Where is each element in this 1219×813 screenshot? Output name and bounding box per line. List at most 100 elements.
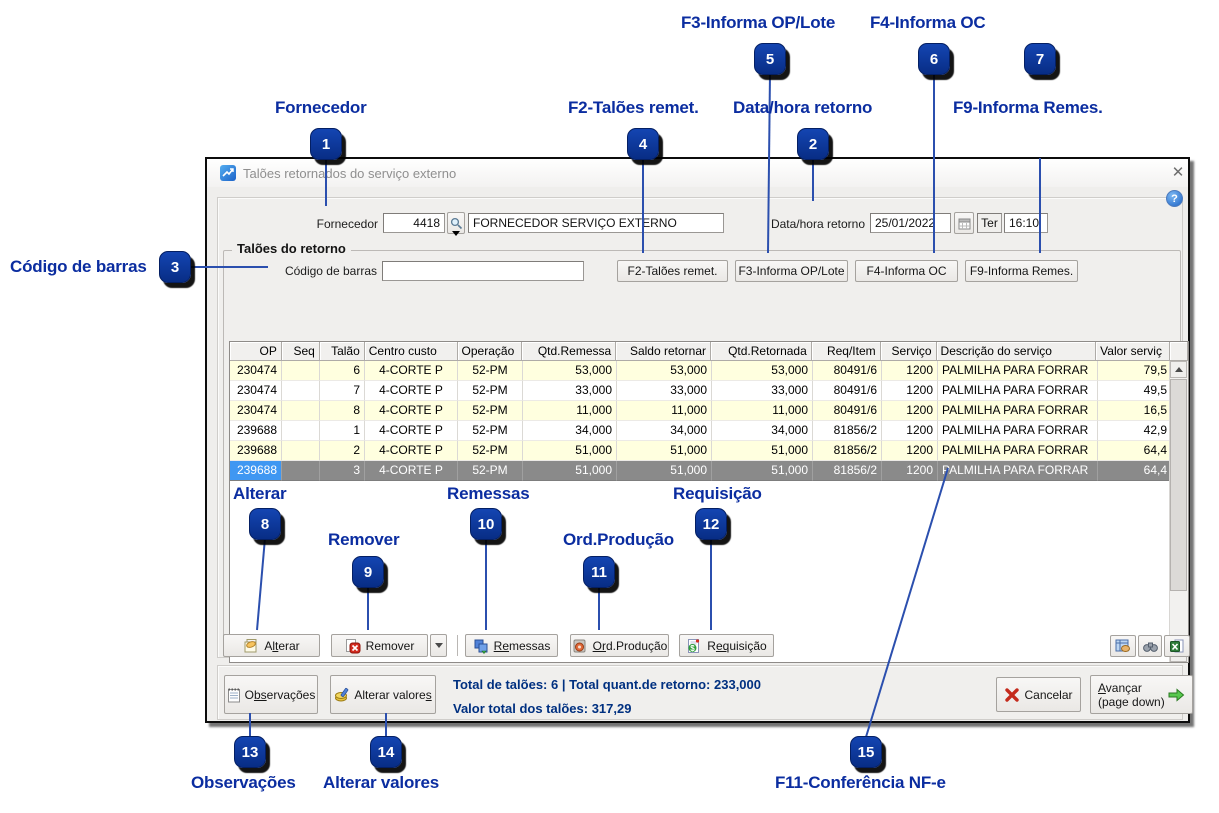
remessas-button-label: Remessas <box>493 638 551 653</box>
scroll-up-button[interactable] <box>1170 361 1187 378</box>
grid-config-button[interactable] <box>1110 635 1136 657</box>
cell: 7 <box>320 381 365 401</box>
cell: 239688 <box>230 441 282 461</box>
fornecedor-lookup-button[interactable] <box>447 212 465 234</box>
callout-badge-10: 10 <box>470 508 502 540</box>
avancar-button-label: Avançar (page down) <box>1098 680 1165 709</box>
column-header-11[interactable]: Valor serviç <box>1096 342 1171 361</box>
barcode-input[interactable] <box>382 261 584 281</box>
cell: 4-CORTE P <box>365 401 458 421</box>
f4-informa-oc-button[interactable]: F4-Informa OC <box>855 260 958 282</box>
cell: 4-CORTE P <box>365 381 458 401</box>
callout-label-fornecedor: Fornecedor <box>275 98 367 117</box>
cell: 230474 <box>230 361 282 381</box>
cell: 52-PM <box>458 461 523 481</box>
export-excel-button[interactable] <box>1164 635 1190 657</box>
callout-badge-13: 13 <box>234 736 266 768</box>
cell <box>282 381 320 401</box>
calendar-button[interactable] <box>954 212 974 234</box>
cell: 53,000 <box>712 361 813 381</box>
ord-producao-button[interactable]: Ord.Produção <box>570 634 669 657</box>
f3-informa-op-lote-button[interactable]: F3-Informa OP/Lote <box>735 260 848 282</box>
time-field[interactable]: 16:10 <box>1004 213 1048 233</box>
vertical-scrollbar[interactable] <box>1169 361 1188 662</box>
fornecedor-code-field[interactable]: 4418 <box>383 213 445 233</box>
search-icon <box>450 217 462 229</box>
cell: 8 <box>320 401 365 421</box>
cell: 4-CORTE P <box>365 421 458 441</box>
requisicao-button-label: Requisição <box>707 638 767 653</box>
cell: 33,000 <box>617 381 712 401</box>
callout-badge-14: 14 <box>370 736 402 768</box>
column-header-3[interactable]: Centro custo <box>364 342 458 361</box>
callout-badge-2: 2 <box>797 128 829 160</box>
cell: 11,000 <box>712 401 813 421</box>
cell: 52-PM <box>458 361 523 381</box>
cell <box>282 361 320 381</box>
column-header-9[interactable]: Serviço <box>880 342 937 361</box>
remover-button[interactable]: Remover <box>331 634 428 657</box>
cell: 3 <box>320 461 365 481</box>
f9-informa-remes-button[interactable]: F9-Informa Remes. <box>965 260 1078 282</box>
remover-button-label: Remover <box>365 638 415 653</box>
datahora-label: Data/hora retorno <box>770 217 865 231</box>
cell: 51,000 <box>523 441 617 461</box>
cell: 64,4 <box>1098 461 1172 481</box>
cell: 51,000 <box>712 441 813 461</box>
help-icon[interactable]: ? <box>1166 190 1183 207</box>
column-header-10[interactable]: Descrição do serviço <box>936 342 1097 361</box>
requisicao-button[interactable]: $ Requisição <box>679 634 774 657</box>
column-header-8[interactable]: Req/Item <box>811 342 881 361</box>
totals-line1: Total de talões: 6 | Total quant.de reto… <box>453 677 761 692</box>
date-field[interactable]: 25/01/2022 <box>870 213 951 233</box>
remover-dropdown-button[interactable] <box>430 634 447 657</box>
coins-pencil-icon <box>335 687 349 701</box>
cell: 1200 <box>882 361 938 381</box>
column-header-6[interactable]: Saldo retornar <box>616 342 711 361</box>
edit-note-icon <box>244 638 257 652</box>
cell: 239688 <box>230 421 282 441</box>
remessas-button[interactable]: Remessas <box>465 634 558 657</box>
column-header-7[interactable]: Qtd.Retornada <box>711 342 812 361</box>
callout-label-alterar: Alterar <box>233 484 287 503</box>
callout-label-codigo-barras: Código de barras <box>10 257 147 276</box>
cell: 64,4 <box>1098 441 1172 461</box>
cell: PALMILHA PARA FORRAR <box>938 401 1098 421</box>
cell: 51,000 <box>617 441 712 461</box>
column-header-5[interactable]: Qtd.Remessa <box>522 342 617 361</box>
alterar-valores-button[interactable]: Alterar valores <box>330 675 436 714</box>
cancelar-button[interactable]: Cancelar <box>996 677 1081 712</box>
totals-summary: Total de talões: 6 | Total quant.de reto… <box>453 673 761 721</box>
cell: 230474 <box>230 401 282 421</box>
column-header-0[interactable]: OP <box>230 342 282 361</box>
cell: 80491/6 <box>813 401 882 421</box>
alterar-valores-button-label: Alterar valores <box>354 687 432 702</box>
alterar-button[interactable]: Alterar <box>223 634 320 657</box>
column-header-2[interactable]: Talão <box>319 342 365 361</box>
notepad-icon <box>227 688 240 702</box>
ord-producao-button-label: Ord.Produção <box>592 638 668 653</box>
f2-taloes-remet-button[interactable]: F2-Talões remet. <box>617 260 728 282</box>
callout-label-observacoes: Observações <box>191 773 296 792</box>
fornecedor-name-field[interactable]: FORNECEDOR SERVIÇO EXTERNO <box>468 213 724 233</box>
column-header-4[interactable]: Operação <box>457 342 523 361</box>
observacoes-button[interactable]: Observações <box>224 675 318 714</box>
search-grid-button[interactable] <box>1138 635 1162 657</box>
close-icon[interactable]: ✕ <box>1171 164 1185 181</box>
avancar-button[interactable]: Avançar (page down) <box>1090 675 1193 714</box>
weekday-box: Ter <box>977 213 1002 233</box>
vertical-scroll-thumb[interactable] <box>1170 379 1187 591</box>
column-header-1[interactable]: Seq <box>281 342 320 361</box>
callout-label-f11-conferencia: F11-Conferência NF-e <box>775 773 946 792</box>
calendar-icon <box>958 218 970 229</box>
cell: 1200 <box>882 381 938 401</box>
cell: PALMILHA PARA FORRAR <box>938 461 1098 481</box>
barcode-label: Código de barras <box>284 264 377 278</box>
